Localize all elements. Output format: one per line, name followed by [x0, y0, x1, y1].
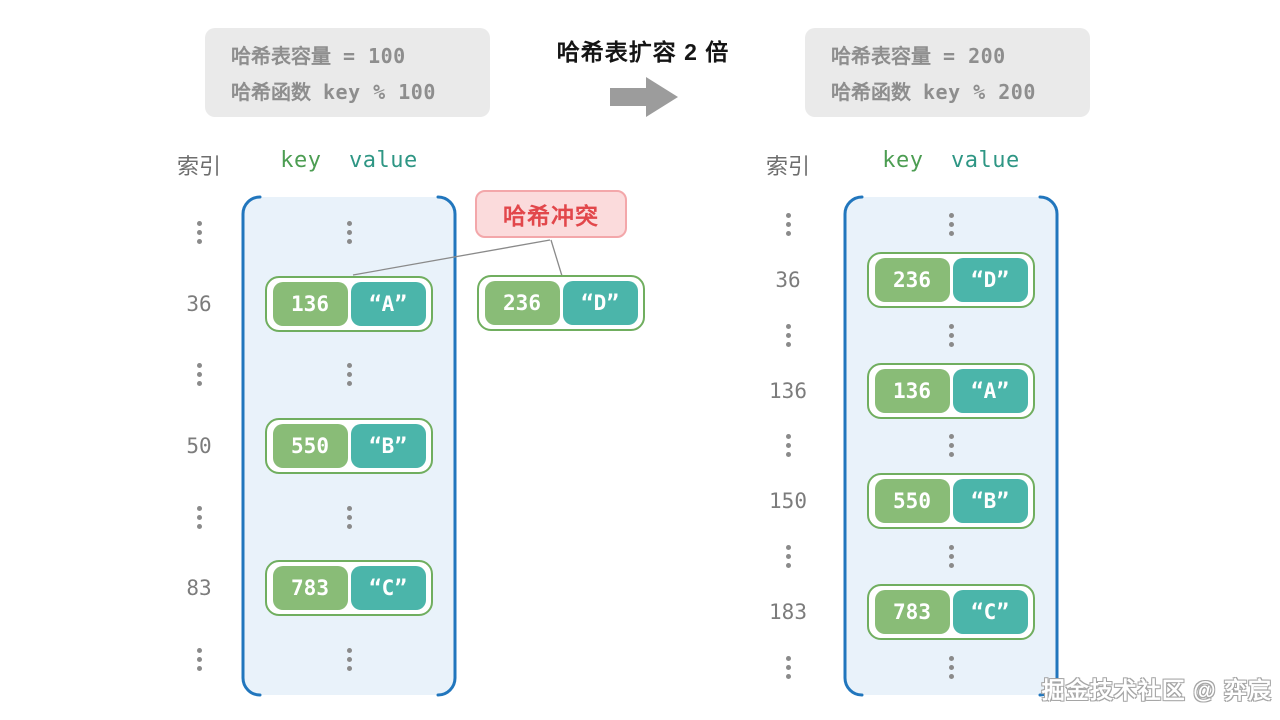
vertical-ellipsis-icon — [196, 363, 202, 387]
index-header-after: 索引 — [765, 154, 810, 179]
table-row — [757, 308, 1057, 363]
vertical-ellipsis-icon — [346, 647, 352, 671]
key-value-pair: 136 “A” — [867, 362, 1035, 419]
table-row — [757, 197, 1057, 252]
capacity-label: 哈希表容量 — [231, 46, 331, 68]
bucket-index: 183 — [769, 600, 807, 625]
value-cell: “D” — [562, 281, 638, 325]
value-cell: “A” — [952, 368, 1028, 413]
vertical-ellipsis-icon — [196, 647, 202, 671]
vertical-ellipsis-icon — [785, 545, 791, 569]
value-cell: “B” — [350, 423, 426, 468]
key-cell: 783 — [272, 566, 348, 611]
key-value-pair: 550 “B” — [867, 473, 1035, 530]
vertical-ellipsis-icon — [346, 221, 352, 245]
vertical-ellipsis-icon — [785, 656, 791, 680]
capacity-value: = 200 — [943, 44, 1006, 68]
hash-function-label: 哈希函数 — [231, 82, 311, 104]
table-row — [155, 624, 455, 695]
vertical-ellipsis-icon — [346, 363, 352, 387]
bucket-index: 36 — [186, 291, 212, 316]
kv-header-before: key value — [243, 148, 455, 173]
index-header-before: 索引 — [176, 154, 221, 179]
vertical-ellipsis-icon — [948, 212, 954, 236]
bucket-index: 136 — [769, 378, 807, 403]
hash-function-line: 哈希函数 key % 100 — [231, 76, 490, 105]
table-row: 183 783 “C” — [757, 584, 1057, 641]
vertical-ellipsis-icon — [346, 505, 352, 529]
table-row: 36 136 “A” — [155, 268, 455, 339]
vertical-ellipsis-icon — [785, 323, 791, 347]
hash-table-before: 36 136 “A” 50 550 “B” 83 783 “C” — [155, 197, 455, 695]
key-value-pair: 783 “C” — [867, 584, 1035, 641]
table-row — [155, 197, 455, 268]
key-value-pair: 136 “A” — [265, 275, 433, 332]
value-header: value — [951, 148, 1020, 173]
key-value-pair: 550 “B” — [265, 417, 433, 474]
key-cell: 136 — [272, 281, 348, 326]
expand-title: 哈希表扩容 2 倍 — [556, 39, 730, 65]
vertical-ellipsis-icon — [948, 434, 954, 458]
value-cell: “C” — [350, 566, 426, 611]
hash-function-label: 哈希函数 — [831, 82, 911, 104]
key-value-pair: 783 “C” — [265, 560, 433, 617]
bucket-index: 150 — [769, 489, 807, 514]
table-row — [155, 339, 455, 410]
right-arrow-icon — [610, 77, 678, 117]
table-row: 136 136 “A” — [757, 362, 1057, 419]
hash-function-value: key % 100 — [323, 80, 436, 104]
hash-function-line: 哈希函数 key % 200 — [831, 76, 1090, 105]
kv-header-after: key value — [845, 148, 1057, 173]
table-row — [155, 482, 455, 553]
bucket-index: 50 — [186, 433, 212, 458]
vertical-ellipsis-icon — [196, 505, 202, 529]
capacity-box-after: 哈希表容量 = 200 哈希函数 key % 200 — [805, 28, 1090, 117]
key-cell: 236 — [484, 281, 560, 325]
table-row: 36 236 “D” — [757, 251, 1057, 308]
table-row — [757, 640, 1057, 695]
table-row — [757, 529, 1057, 584]
key-cell: 236 — [874, 257, 950, 302]
table-row: 50 550 “B” — [155, 410, 455, 481]
vertical-ellipsis-icon — [948, 545, 954, 569]
capacity-label: 哈希表容量 — [831, 46, 931, 68]
bucket-index: 83 — [186, 576, 212, 601]
value-cell: “A” — [350, 281, 426, 326]
capacity-line: 哈希表容量 = 100 — [231, 40, 490, 69]
value-cell: “B” — [952, 479, 1028, 524]
key-cell: 136 — [874, 368, 950, 413]
collision-key-value-pair: 236 “D” — [477, 275, 645, 331]
key-cell: 550 — [272, 423, 348, 468]
vertical-ellipsis-icon — [785, 434, 791, 458]
table-row — [757, 419, 1057, 474]
capacity-line: 哈希表容量 = 200 — [831, 40, 1090, 69]
collision-connector-line-d — [550, 239, 563, 277]
value-cell: “D” — [952, 257, 1028, 302]
hash-function-value: key % 200 — [923, 80, 1036, 104]
capacity-value: = 100 — [343, 44, 406, 68]
bucket-index: 36 — [775, 267, 801, 292]
key-header: key — [882, 148, 924, 173]
value-cell: “C” — [952, 590, 1028, 635]
table-row: 150 550 “B” — [757, 473, 1057, 530]
vertical-ellipsis-icon — [948, 656, 954, 680]
hash-table-after: 36 236 “D” 136 136 “A” 150 550 “B” — [757, 197, 1057, 695]
key-cell: 783 — [874, 590, 950, 635]
table-row: 83 783 “C” — [155, 553, 455, 624]
watermark: 掘金技术社区 @ 弈宸 — [1041, 677, 1272, 703]
vertical-ellipsis-icon — [948, 323, 954, 347]
capacity-box-before: 哈希表容量 = 100 哈希函数 key % 100 — [205, 28, 490, 117]
key-cell: 550 — [874, 479, 950, 524]
key-value-pair: 236 “D” — [867, 251, 1035, 308]
key-header: key — [280, 148, 322, 173]
hash-collision-label: 哈希冲突 — [475, 190, 627, 238]
value-header: value — [349, 148, 418, 173]
vertical-ellipsis-icon — [196, 221, 202, 245]
vertical-ellipsis-icon — [785, 212, 791, 236]
